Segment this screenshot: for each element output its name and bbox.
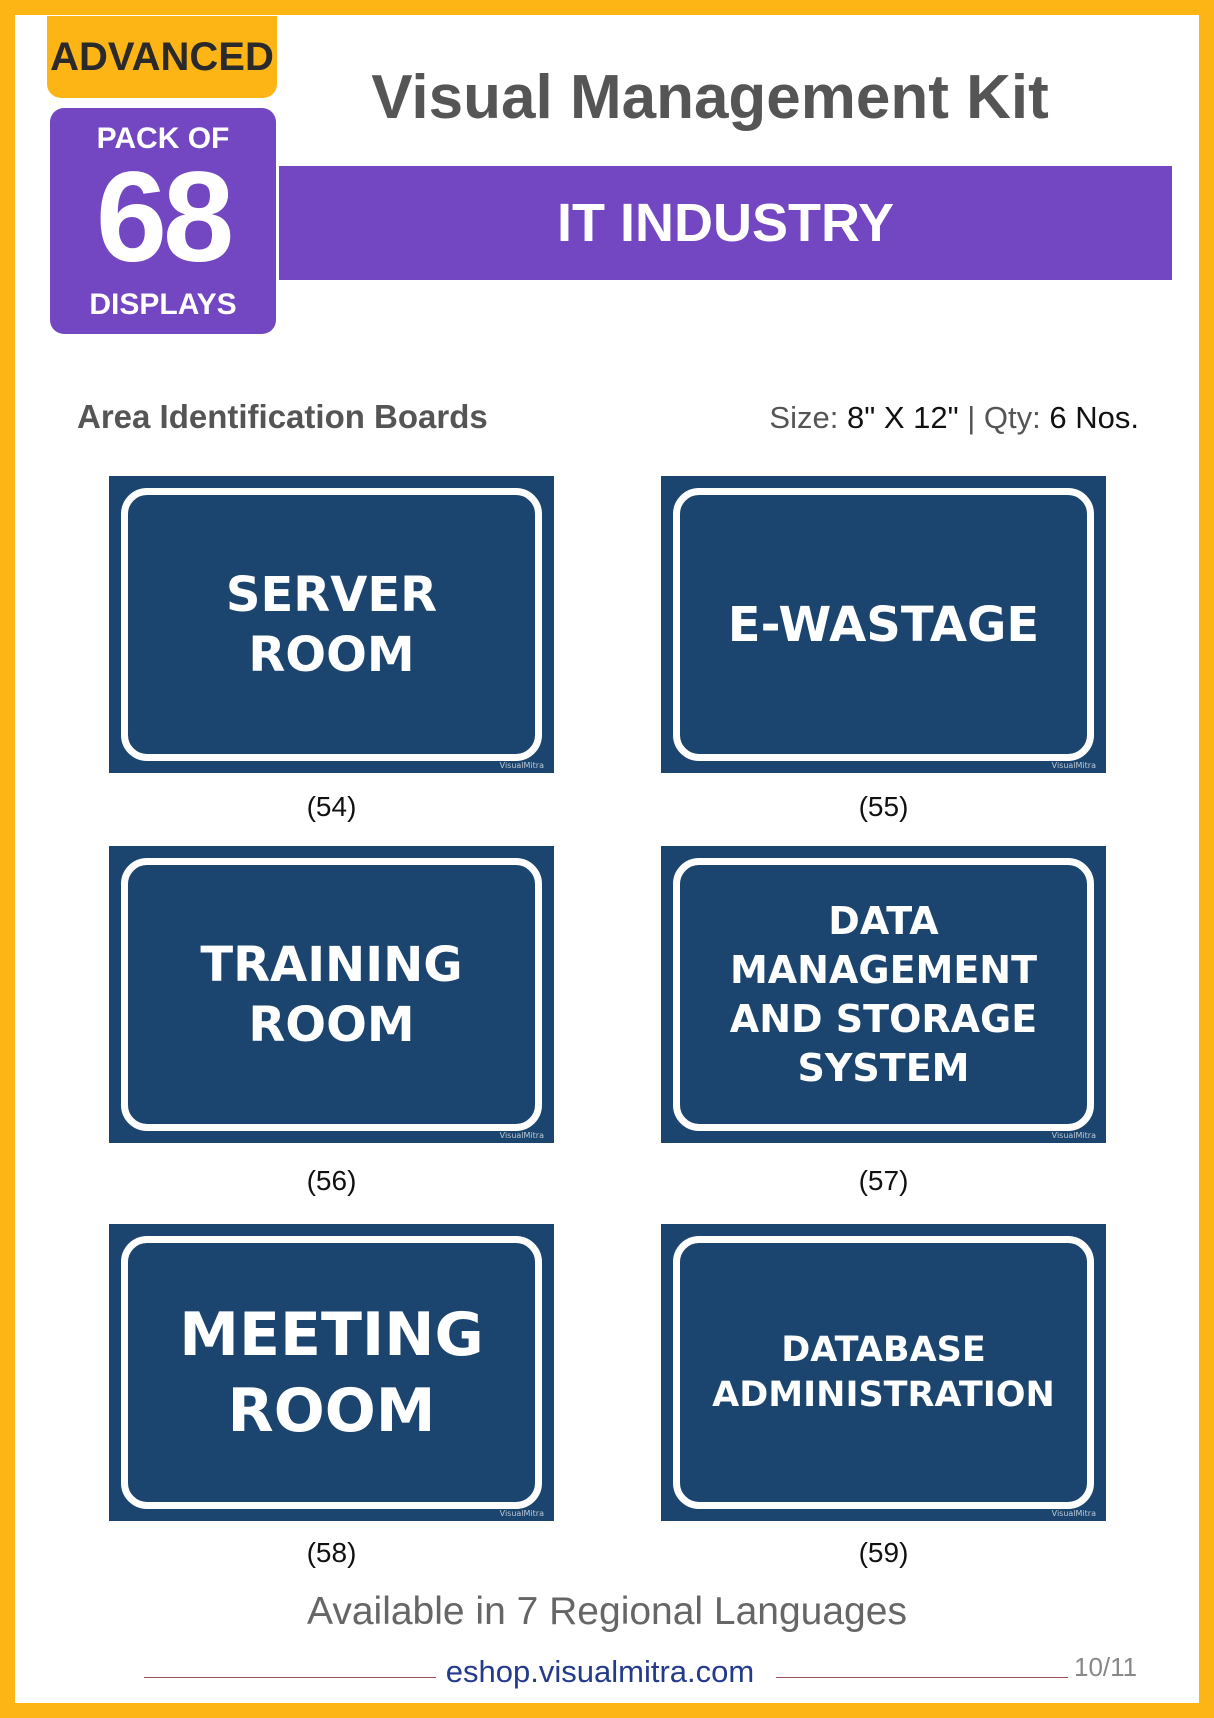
sign-training-room: TRAINING ROOM VisualMitra xyxy=(109,846,554,1143)
sign-brand-mark: VisualMitra xyxy=(499,1131,544,1140)
pack-badge: PACK OF 68 DISPLAYS xyxy=(50,108,276,334)
sign-text: E-WASTAGE xyxy=(727,596,1040,653)
sign-frame xyxy=(121,858,542,1131)
section-title: Area Identification Boards xyxy=(77,398,488,435)
sign-number: (57) xyxy=(858,1165,909,1196)
footer-divider-left xyxy=(144,1677,436,1678)
sign-database-administration: DATABASE ADMINISTRATION VisualMitra xyxy=(661,1224,1106,1521)
sign-brand-mark: VisualMitra xyxy=(1051,1131,1096,1140)
footer-divider-right xyxy=(776,1677,1068,1678)
size-label: Size: xyxy=(769,400,839,435)
sign-meeting-room: MEETING ROOM VisualMitra xyxy=(109,1224,554,1521)
qty-value: 6 Nos. xyxy=(1049,400,1139,435)
sign-frame xyxy=(673,488,1094,761)
pack-count: 68 xyxy=(95,146,234,289)
sign-number: (54) xyxy=(306,791,357,822)
displays-label: DISPLAYS xyxy=(89,288,237,321)
advanced-badge: ADVANCED xyxy=(47,16,277,98)
kit-title: Visual Management Kit xyxy=(371,63,1049,132)
page-number: 10/11 xyxy=(1074,1652,1138,1682)
sign-text: MEETING ROOM xyxy=(179,1299,484,1446)
sign-frame xyxy=(673,1236,1094,1509)
separator: | xyxy=(967,400,976,435)
sign-number: (58) xyxy=(306,1537,357,1568)
size-info: Size: 8" X 12" | Qty: 6 Nos. xyxy=(769,400,1139,436)
industry-banner: IT INDUSTRY xyxy=(279,166,1172,280)
sign-brand-mark: VisualMitra xyxy=(1051,761,1096,770)
sign-text: SERVER ROOM xyxy=(225,566,438,683)
qty-label: Qty: xyxy=(983,400,1041,435)
sign-e-wastage: E-WASTAGE VisualMitra xyxy=(661,476,1106,773)
sign-brand-mark: VisualMitra xyxy=(499,1509,544,1518)
sign-server-room: SERVER ROOM VisualMitra xyxy=(109,476,554,773)
sign-data-management: DATA MANAGEMENT AND STORAGE SYSTEM Visua… xyxy=(661,846,1106,1143)
sign-brand-mark: VisualMitra xyxy=(1051,1509,1096,1518)
pack-of-label: PACK OF xyxy=(96,122,230,155)
sign-frame xyxy=(121,1236,542,1509)
sign-frame xyxy=(673,858,1094,1131)
sign-frame xyxy=(121,488,542,761)
sign-text: DATABASE ADMINISTRATION xyxy=(712,1329,1055,1415)
sign-brand-mark: VisualMitra xyxy=(499,761,544,770)
languages-note: Available in 7 Regional Languages xyxy=(307,1590,907,1633)
sign-text: DATA MANAGEMENT AND STORAGE SYSTEM xyxy=(729,898,1038,1090)
sign-number: (56) xyxy=(306,1165,357,1196)
size-value: 8" X 12" xyxy=(846,400,959,435)
shop-link[interactable]: eshop.visualmitra.com xyxy=(445,1654,755,1689)
sign-text: TRAINING ROOM xyxy=(200,936,463,1053)
sign-number: (55) xyxy=(858,791,909,822)
sign-number: (59) xyxy=(858,1537,909,1568)
